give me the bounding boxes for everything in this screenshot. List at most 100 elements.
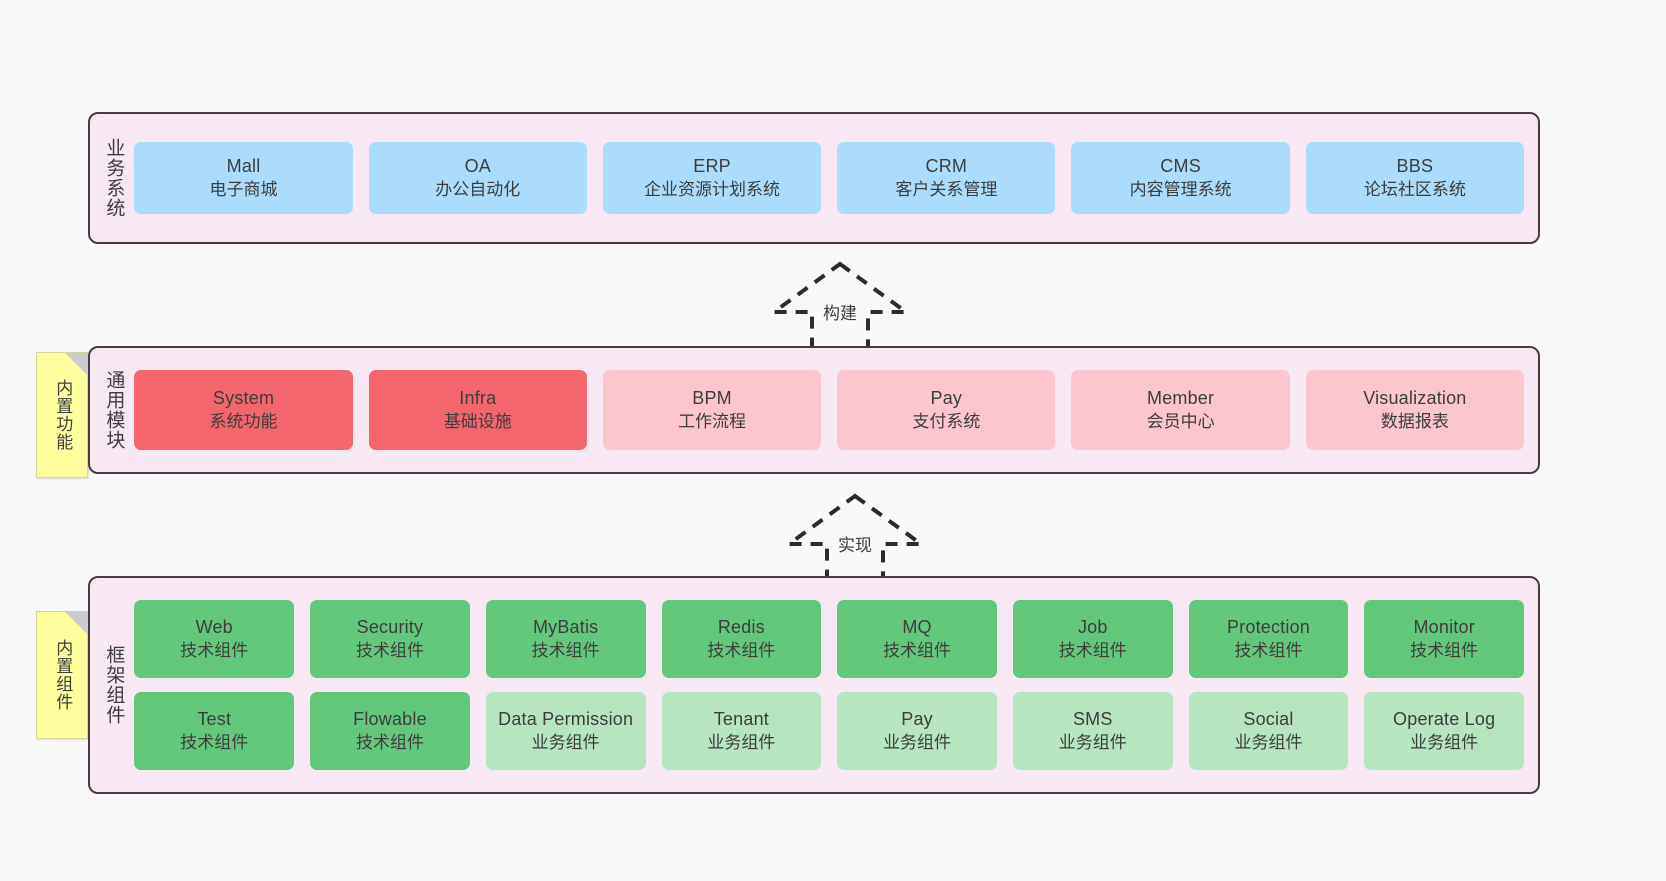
card-operate-log[interactable]: Operate Log 业务组件 — [1364, 692, 1525, 770]
card-job-en: Job — [1077, 617, 1108, 638]
card-bpm-cn: 工作流程 — [678, 411, 747, 431]
card-web-cn: 技术组件 — [180, 640, 249, 660]
layer-framework-components: 框架组件 Web 技术组件 Security 技术组件 MyBatis 技术组件… — [88, 576, 1540, 794]
card-mq-en: MQ — [902, 617, 932, 638]
layer-common-modules: 通用模块 System 系统功能 Infra 基础设施 BPM 工作流程 Pay… — [88, 346, 1540, 474]
card-bbs[interactable]: BBS 论坛社区系统 — [1305, 142, 1524, 214]
note-fold-corner-icon — [65, 353, 87, 375]
card-test[interactable]: Test 技术组件 — [134, 692, 295, 770]
note-builtin-function: 内置功能 — [36, 352, 88, 478]
card-data-permission-en: Data Permission — [498, 709, 634, 730]
card-erp[interactable]: ERP 企业资源计划系统 — [602, 142, 822, 214]
note-builtin-component: 内置组件 — [36, 611, 88, 739]
card-infra[interactable]: Infra 基础设施 — [368, 370, 587, 450]
card-erp-en: ERP — [693, 156, 731, 177]
card-protection-en: Protection — [1226, 617, 1310, 638]
framework-card-row-1: Web 技术组件 Security 技术组件 MyBatis 技术组件 Redi… — [134, 600, 1525, 678]
card-pay-module-cn: 支付系统 — [912, 411, 981, 431]
card-job-cn: 技术组件 — [1058, 640, 1127, 660]
card-web-en: Web — [195, 617, 233, 638]
card-tenant[interactable]: Tenant 业务组件 — [661, 692, 822, 770]
card-security[interactable]: Security 技术组件 — [310, 600, 470, 678]
card-crm[interactable]: CRM 客户关系管理 — [837, 142, 1056, 214]
card-monitor-en: Monitor — [1413, 617, 1475, 638]
card-social-en: Social — [1243, 709, 1294, 730]
card-crm-en: CRM — [925, 156, 968, 177]
card-redis-en: Redis — [717, 617, 765, 638]
card-mall-cn: 电子商城 — [209, 179, 278, 199]
dashed-hollow-arrow-icon — [782, 493, 928, 582]
card-monitor[interactable]: Monitor 技术组件 — [1364, 600, 1525, 678]
card-sms-en: SMS — [1072, 709, 1113, 730]
card-operate-log-en: Operate Log — [1393, 709, 1496, 730]
connector-implement-label: 实现 — [838, 536, 872, 555]
card-erp-cn: 企业资源计划系统 — [644, 179, 781, 199]
card-monitor-cn: 技术组件 — [1410, 640, 1479, 660]
card-bpm-en: BPM — [692, 388, 732, 409]
card-pay-module[interactable]: Pay 支付系统 — [837, 370, 1056, 450]
card-member-cn: 会员中心 — [1146, 411, 1215, 431]
card-pay-component[interactable]: Pay 业务组件 — [837, 692, 997, 770]
card-oa[interactable]: OA 办公自动化 — [368, 142, 587, 214]
card-operate-log-cn: 业务组件 — [1410, 732, 1479, 752]
card-job[interactable]: Job 技术组件 — [1012, 600, 1173, 678]
card-infra-cn: 基础设施 — [443, 411, 512, 431]
card-mq-cn: 技术组件 — [883, 640, 952, 660]
card-member-en: Member — [1146, 388, 1215, 409]
card-cms-en: CMS — [1160, 156, 1201, 177]
card-web[interactable]: Web 技术组件 — [134, 600, 295, 678]
card-redis[interactable]: Redis 技术组件 — [661, 600, 822, 678]
card-tenant-en: Tenant — [713, 709, 769, 730]
card-system[interactable]: System 系统功能 — [134, 370, 353, 450]
connector-implement-arrow: 实现 — [775, 490, 935, 582]
card-flowable-en: Flowable — [353, 709, 427, 730]
card-mq[interactable]: MQ 技术组件 — [837, 600, 997, 678]
card-social-cn: 业务组件 — [1234, 732, 1303, 752]
card-mall-en: Mall — [226, 156, 261, 177]
layer-business-title: 业务系统 — [103, 138, 125, 218]
card-protection-cn: 技术组件 — [1234, 640, 1303, 660]
card-member[interactable]: Member 会员中心 — [1071, 370, 1290, 450]
card-redis-cn: 技术组件 — [707, 640, 776, 660]
card-flowable-cn: 技术组件 — [355, 732, 424, 752]
card-visualization-cn: 数据报表 — [1380, 411, 1449, 431]
card-flowable[interactable]: Flowable 技术组件 — [310, 692, 470, 770]
card-bbs-en: BBS — [1396, 156, 1434, 177]
layer-framework-title: 框架组件 — [103, 645, 125, 725]
card-mybatis[interactable]: MyBatis 技术组件 — [485, 600, 646, 678]
framework-cards: Web 技术组件 Security 技术组件 MyBatis 技术组件 Redi… — [134, 578, 1538, 792]
card-data-permission-cn: 业务组件 — [531, 732, 600, 752]
card-security-cn: 技术组件 — [355, 640, 424, 660]
card-test-en: Test — [197, 709, 232, 730]
card-visualization[interactable]: Visualization 数据报表 — [1305, 370, 1524, 450]
card-cms[interactable]: CMS 内容管理系统 — [1071, 142, 1290, 214]
card-bpm[interactable]: BPM 工作流程 — [602, 370, 822, 450]
card-infra-en: Infra — [459, 388, 497, 409]
common-cards: System 系统功能 Infra 基础设施 BPM 工作流程 Pay 支付系统… — [134, 348, 1538, 472]
card-pay-component-cn: 业务组件 — [883, 732, 952, 752]
card-social[interactable]: Social 业务组件 — [1188, 692, 1349, 770]
card-protection[interactable]: Protection 技术组件 — [1188, 600, 1349, 678]
card-sms-cn: 业务组件 — [1058, 732, 1127, 752]
card-sms[interactable]: SMS 业务组件 — [1012, 692, 1173, 770]
card-cms-cn: 内容管理系统 — [1129, 179, 1232, 199]
framework-card-row-2: Test 技术组件 Flowable 技术组件 Data Permission … — [134, 692, 1525, 770]
card-data-permission[interactable]: Data Permission 业务组件 — [485, 692, 646, 770]
card-visualization-en: Visualization — [1363, 388, 1467, 409]
card-system-en: System — [212, 388, 275, 409]
card-mall[interactable]: Mall 电子商城 — [134, 142, 353, 214]
business-cards: Mall 电子商城 OA 办公自动化 ERP 企业资源计划系统 CRM 客户关系… — [134, 114, 1538, 242]
connector-build-label: 构建 — [823, 304, 857, 323]
note-builtin-function-text: 内置功能 — [53, 379, 73, 451]
note-builtin-component-text: 内置组件 — [53, 639, 73, 711]
card-crm-cn: 客户关系管理 — [895, 179, 998, 199]
common-card-row: System 系统功能 Infra 基础设施 BPM 工作流程 Pay 支付系统… — [134, 370, 1524, 450]
card-mybatis-cn: 技术组件 — [531, 640, 600, 660]
card-pay-module-en: Pay — [930, 388, 963, 409]
card-oa-en: OA — [464, 156, 492, 177]
card-bbs-cn: 论坛社区系统 — [1363, 179, 1466, 199]
card-tenant-cn: 业务组件 — [707, 732, 776, 752]
card-pay-component-en: Pay — [901, 709, 933, 730]
layer-common-title: 通用模块 — [103, 370, 125, 450]
note-fold-corner-icon — [65, 612, 87, 634]
